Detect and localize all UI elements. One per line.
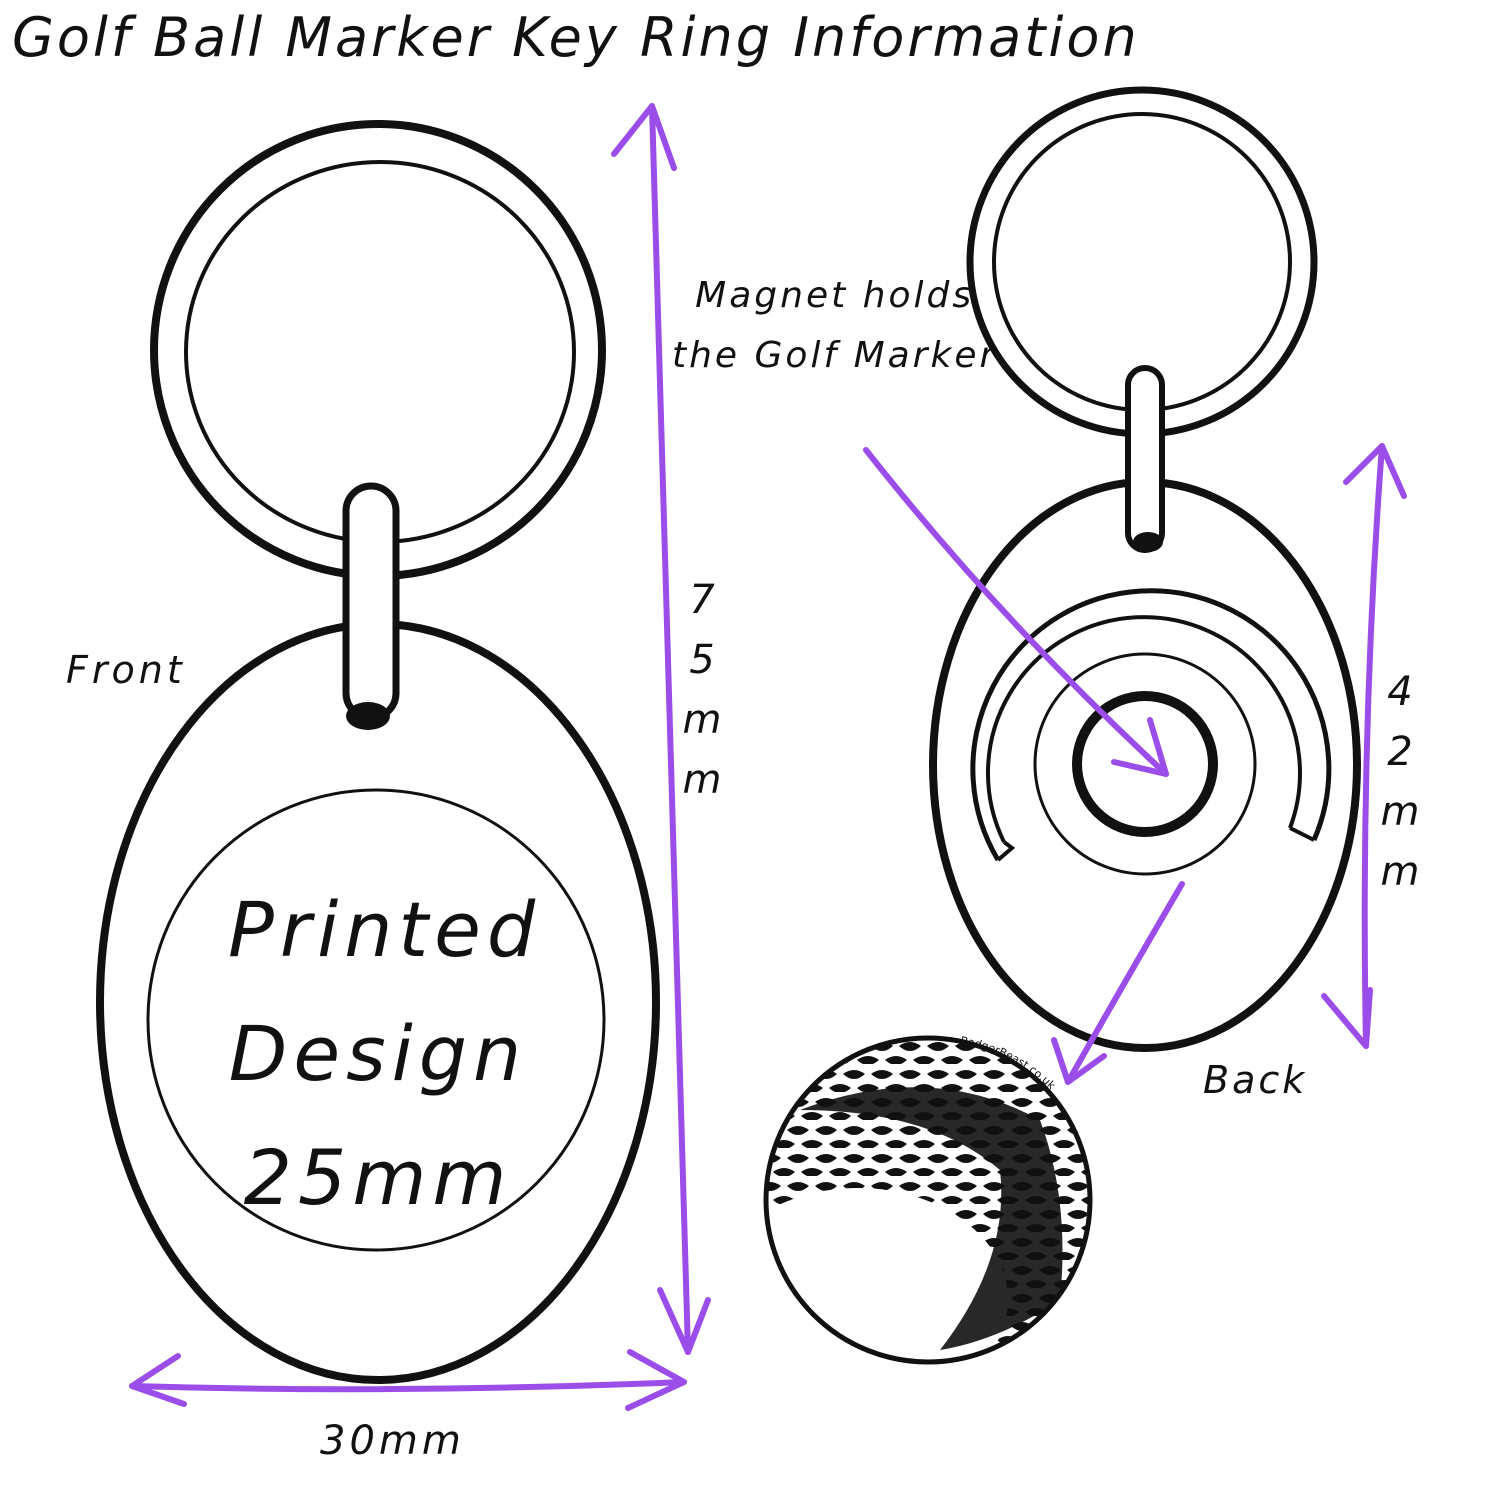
back-keyring xyxy=(929,86,1361,1052)
marker-drop-arrow-head xyxy=(1051,1037,1107,1085)
golf-ball-outline xyxy=(763,1035,1093,1365)
printed-design-line1: Printed xyxy=(228,885,542,974)
back-label: Back xyxy=(1203,1058,1308,1102)
front-fob-hole xyxy=(346,702,390,730)
front-height-arrow-top-head xyxy=(611,103,677,171)
magnet-pointer-arrow-line xyxy=(863,447,1169,777)
back-marker-holder-inner xyxy=(985,615,1302,843)
magnet-pointer-arrow-head xyxy=(1111,717,1169,777)
printed-design-label: Printed Design 25mm xyxy=(228,868,542,1240)
front-keyring xyxy=(96,120,660,1384)
front-label: Front xyxy=(66,648,186,692)
magnet-note-line2: the Golf Marker xyxy=(672,335,998,376)
back-marker-holder-outer xyxy=(970,588,1332,862)
back-connector-link xyxy=(1125,365,1165,553)
printed-design-line3: 25mm xyxy=(243,1133,513,1222)
back-holder-notch-right xyxy=(1289,826,1315,842)
dimension-arrows xyxy=(129,103,1407,1411)
back-fob-hole xyxy=(1133,532,1163,552)
front-width-label: 30mm xyxy=(320,1418,465,1464)
magnet-note: Magnet holds the Golf Marker xyxy=(672,266,997,386)
magnet-note-line1: Magnet holds xyxy=(695,275,975,316)
front-height-label: 75mm xyxy=(682,577,722,803)
front-width-arrow-left-head xyxy=(129,1353,187,1407)
page-title: Golf Ball Marker Key Ring Information xyxy=(12,6,1140,69)
front-print-area xyxy=(146,788,606,1252)
back-magnet xyxy=(1072,691,1218,837)
back-holder-notch-left xyxy=(996,840,1016,862)
front-width-arrow-right-head xyxy=(625,1349,687,1411)
printed-design-line2: Design xyxy=(228,1009,528,1098)
front-width-arrow-line xyxy=(129,1379,687,1393)
back-magnet-ring xyxy=(1033,652,1257,876)
front-height-arrow-bottom-head xyxy=(657,1287,711,1355)
back-fob-outer xyxy=(929,478,1361,1052)
marker-drop-arrow-line xyxy=(1065,881,1185,1085)
front-height-arrow-line xyxy=(649,103,691,1355)
back-height-arrow-line xyxy=(1361,443,1385,1049)
back-height-label: 42mm xyxy=(1380,669,1420,895)
back-height-arrow-top-head xyxy=(1343,443,1407,499)
front-connector-link xyxy=(342,482,400,722)
back-height-arrow-bottom-head xyxy=(1321,987,1373,1049)
golf-ball-marker: BadgerBeast.co.uk xyxy=(763,1034,1093,1365)
